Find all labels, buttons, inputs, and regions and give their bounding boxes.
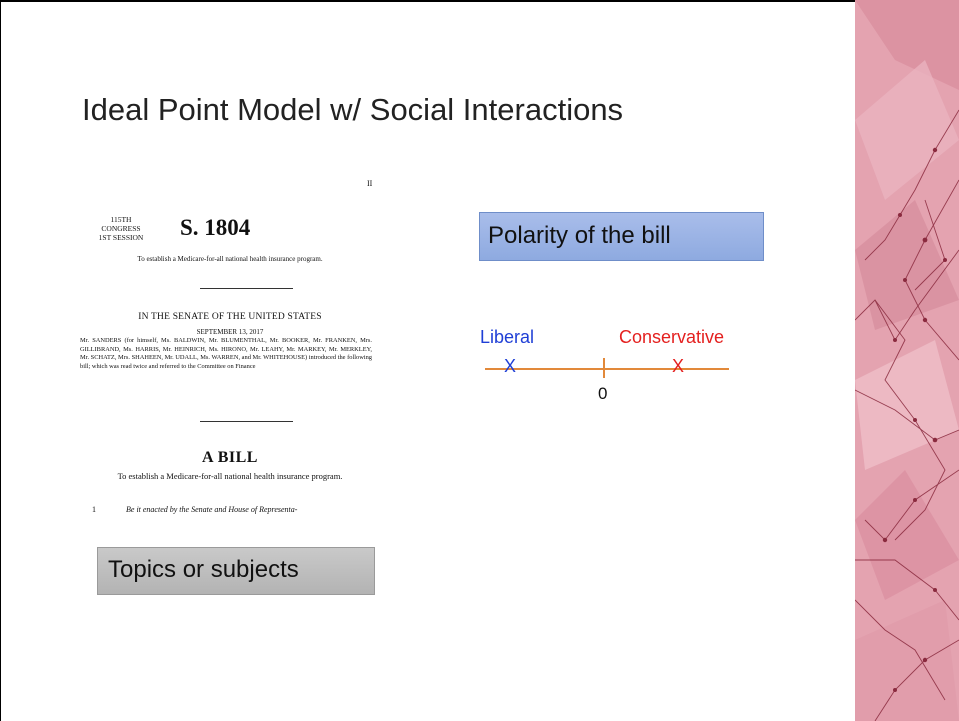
bill-heading: A BILL xyxy=(202,449,258,466)
conservative-label: Conservative xyxy=(619,327,725,347)
bill-chamber: IN THE SENATE OF THE UNITED STATES xyxy=(138,312,322,322)
liberal-marker: X xyxy=(504,356,517,376)
bill-divider xyxy=(200,421,293,422)
bill-number: S. 1804 xyxy=(180,215,251,240)
ideology-scale: Liberal Conservative X X 0 xyxy=(478,325,758,405)
bill-line-number: 1 xyxy=(92,505,96,514)
scale-center-tick xyxy=(603,358,605,378)
conservative-marker: X xyxy=(672,356,685,376)
slide-top-border xyxy=(0,0,959,2)
bill-document-image: II 115TH CONGRESS 1ST SESSION S. 1804 To… xyxy=(80,165,380,535)
bill-session: 1ST SESSION xyxy=(98,233,144,242)
bill-long-purpose: To establish a Medicare-for-all national… xyxy=(117,471,343,481)
slide-title: Ideal Point Model w/ Social Interactions xyxy=(82,92,624,127)
polarity-callout: Polarity of the bill xyxy=(479,212,764,261)
decorative-network-panel xyxy=(855,0,959,721)
topics-callout: Topics or subjects xyxy=(97,547,375,595)
liberal-label: Liberal xyxy=(480,327,535,347)
scale-zero-label: 0 xyxy=(598,384,608,403)
bill-enacting-clause: Be it enacted by the Senate and House of… xyxy=(126,505,298,514)
bill-date: SEPTEMBER 13, 2017 xyxy=(196,328,264,336)
bill-congress: 115TH CONGRESS xyxy=(101,215,141,233)
bill-sponsors: Mr. SANDERS (for himself, Ms. BALDWIN, M… xyxy=(80,337,372,370)
bill-divider xyxy=(200,288,293,289)
polarity-callout-label: Polarity of the bill xyxy=(488,222,671,249)
bill-short-purpose: To establish a Medicare-for-all national… xyxy=(137,255,323,263)
slide-left-border xyxy=(0,0,1,721)
topics-callout-label: Topics or subjects xyxy=(108,556,299,583)
bill-congress-session: 115TH CONGRESS 1ST SESSION xyxy=(90,215,152,242)
scale-axis-line xyxy=(485,368,729,370)
bill-roman-numeral: II xyxy=(367,179,373,188)
